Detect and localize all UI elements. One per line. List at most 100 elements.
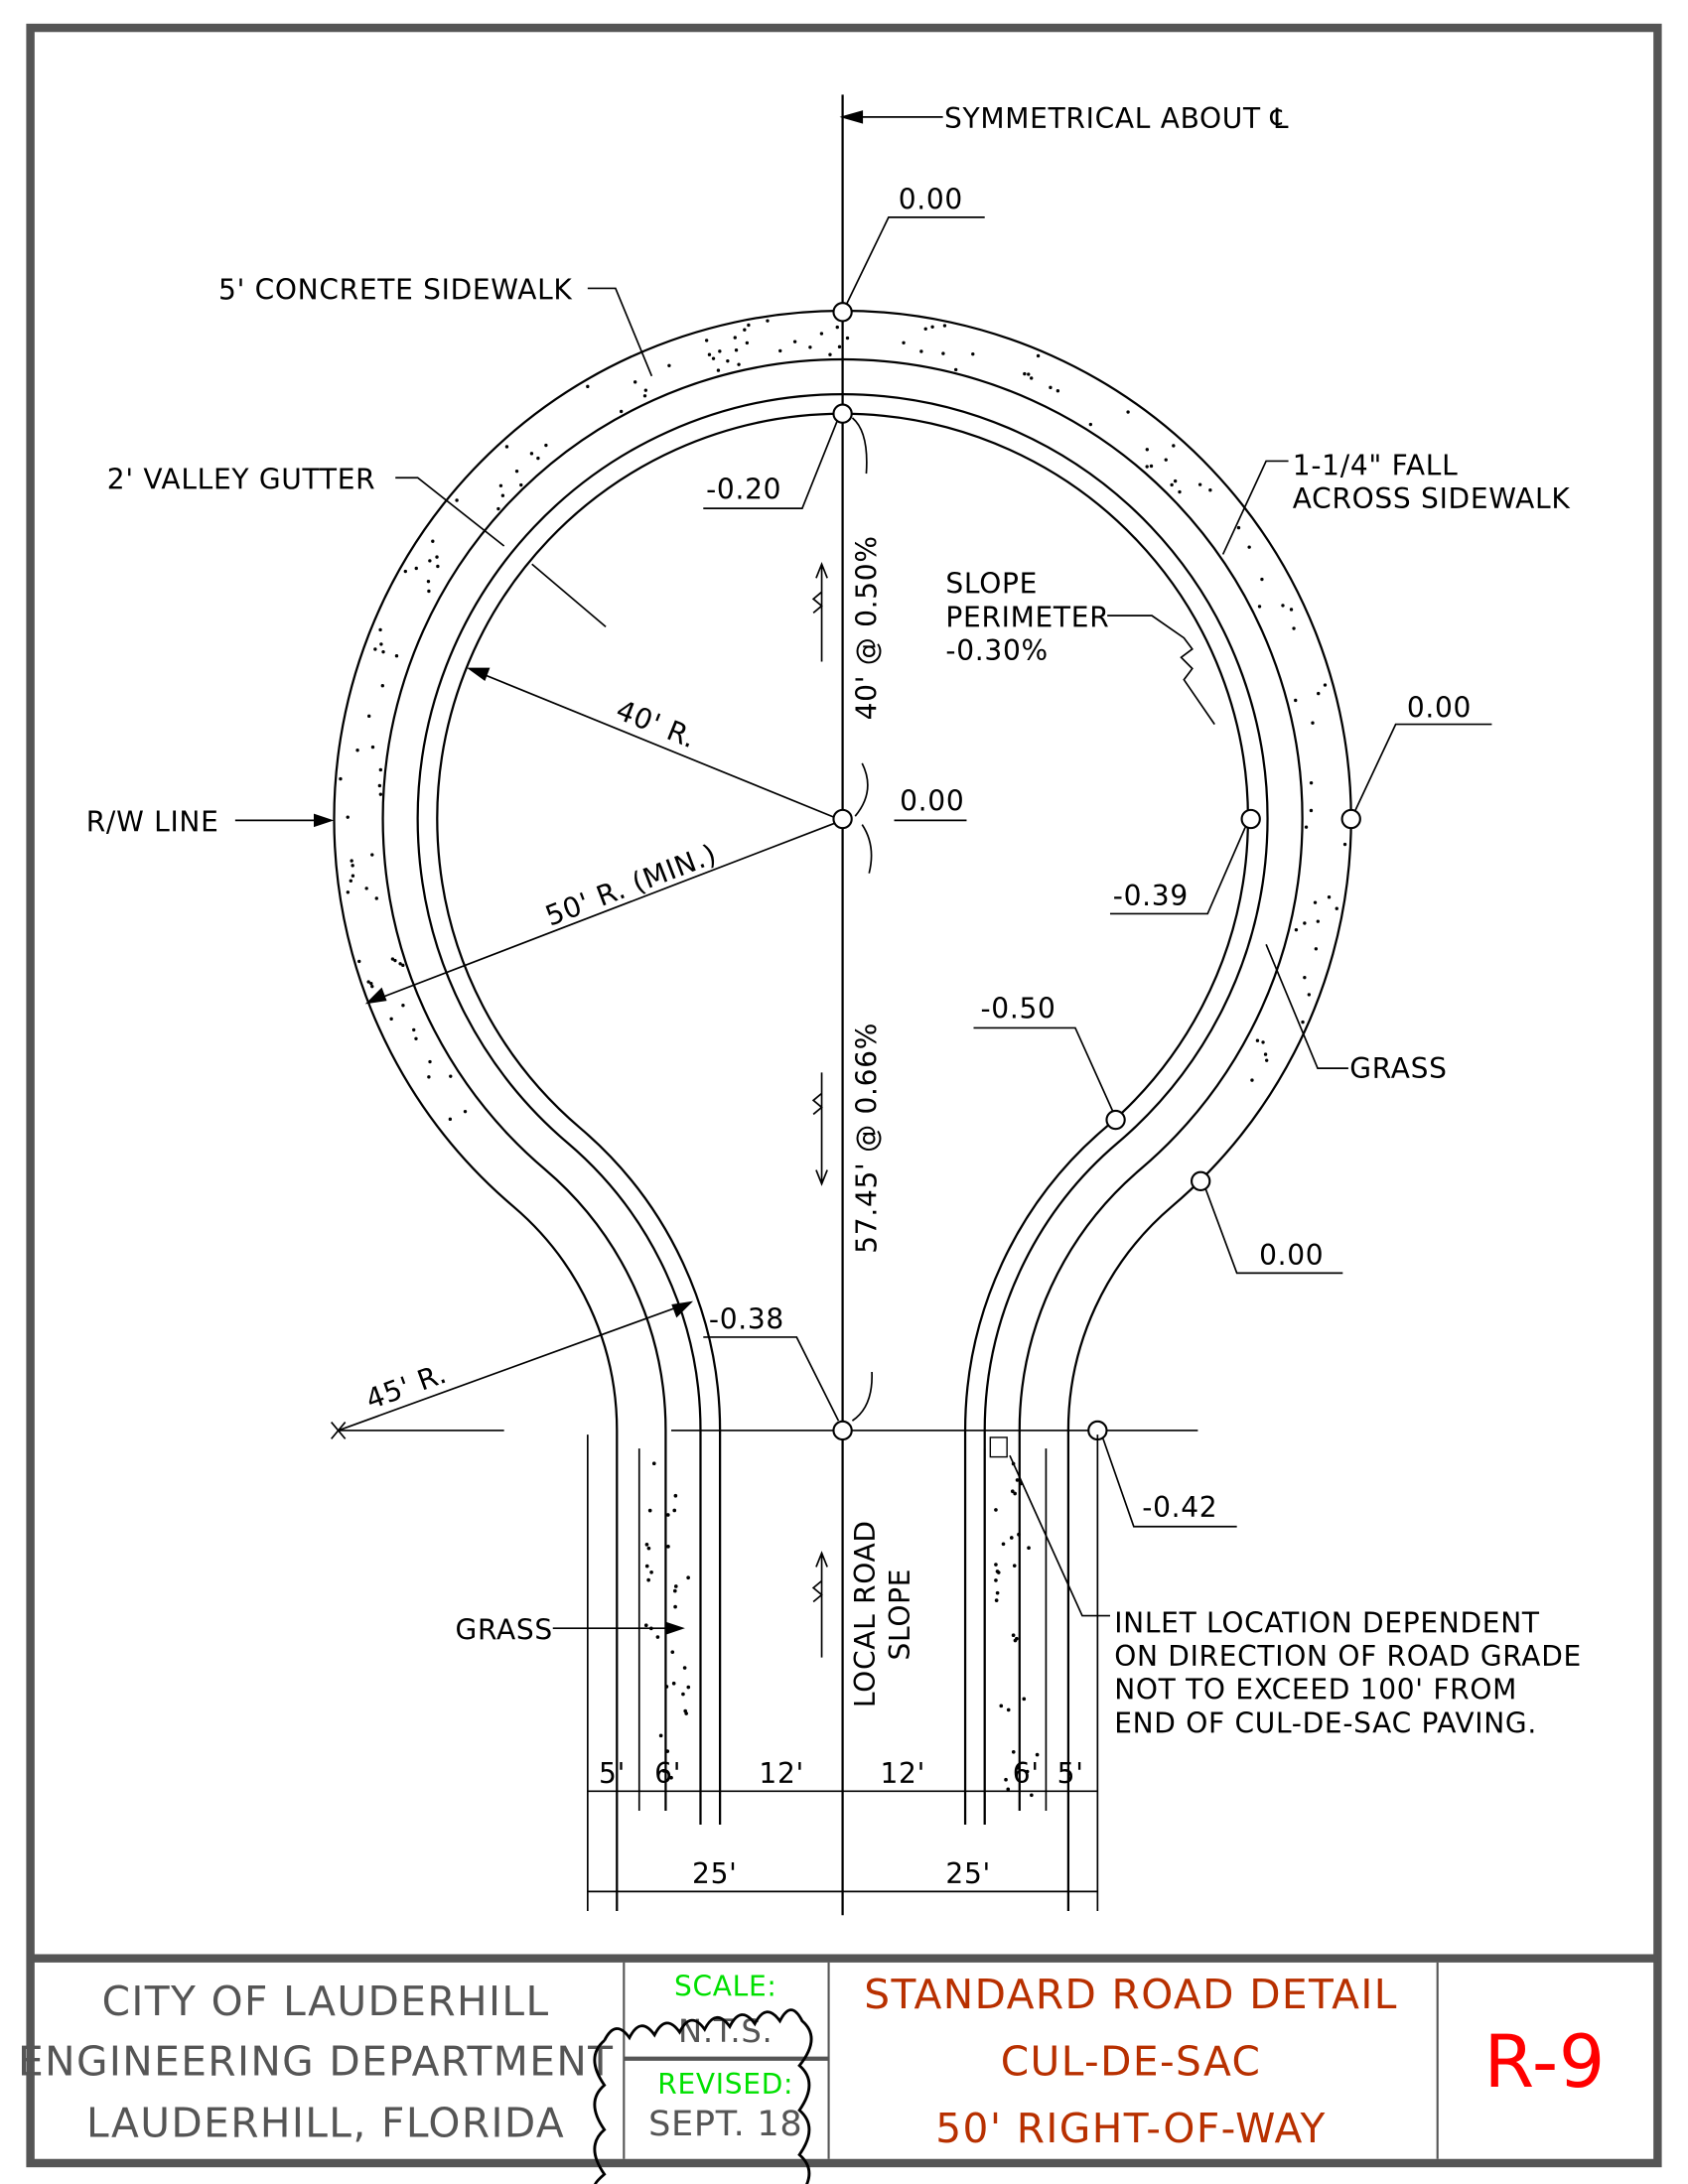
hatch-dot [1170, 482, 1174, 487]
hatch-dot [707, 352, 712, 356]
hatch-dot [808, 345, 812, 349]
hatch-dot [686, 1575, 690, 1580]
hatch-dot [355, 749, 359, 752]
hatch-dot [428, 559, 432, 563]
hatch-dot [649, 1570, 653, 1574]
hatch-dot [644, 1564, 649, 1569]
drawing-border [26, 23, 1662, 2168]
hatch-dot [1030, 1793, 1034, 1798]
label-local-road: LOCAL ROAD [849, 1520, 882, 1707]
hatch-dot [380, 684, 384, 688]
hatch-dot [673, 1493, 678, 1498]
hatch-dot [682, 1666, 687, 1670]
hatch-dot [1009, 1536, 1014, 1540]
hatch-dot [1015, 1478, 1020, 1482]
hatch-dot [669, 1775, 673, 1780]
hatch-dot [619, 409, 624, 414]
scale-label: SCALE: [674, 1971, 777, 2003]
hatch-dot [1030, 376, 1034, 380]
hatch-dot [500, 493, 505, 497]
hatch-dot [1004, 1777, 1008, 1782]
hatch-dot [1088, 422, 1093, 427]
inlet-icon [989, 1436, 1008, 1458]
hatch-dot [971, 351, 975, 356]
hatch-dot [401, 1004, 405, 1008]
hatch-dot [1006, 1707, 1011, 1712]
hatch-dot [544, 443, 548, 448]
label-r40: 40' R. [612, 693, 701, 754]
hatch-dot [436, 564, 440, 569]
hatch-dot [1145, 448, 1149, 452]
hatch-dot [792, 340, 797, 343]
label-inlet-2: ON DIRECTION OF ROAD GRADE [1114, 1640, 1582, 1673]
hatch-dot [427, 589, 431, 594]
label-grass-right: GRASS [1349, 1052, 1447, 1085]
hatch-dot [350, 859, 353, 863]
hatch-dot [666, 1544, 670, 1549]
hatch-dot [378, 792, 383, 796]
agency-line-1: CITY OF LAUDERHILL [102, 1978, 550, 2025]
hatch-dot [414, 566, 418, 571]
hatch-dot [339, 776, 343, 781]
hatch-dot [672, 1588, 677, 1593]
hatch-dot [1145, 465, 1149, 469]
hatch-dot [994, 1508, 998, 1512]
hatch-dot [1281, 604, 1285, 608]
hatch-dot [726, 358, 730, 363]
hatch-dot [1294, 698, 1298, 703]
hatch-dot [646, 1577, 650, 1582]
hatch-dot [378, 627, 382, 632]
hatch-dot [366, 980, 370, 984]
label-rw-line: R/W LINE [86, 806, 219, 839]
hatch-dot [671, 1681, 676, 1686]
hatch-dot [373, 647, 377, 651]
hatch-dot [426, 579, 431, 584]
elev-transition-pavement: -0.50 [981, 993, 1056, 1025]
hatch-dot [1313, 900, 1318, 904]
title-line-1: STANDARD ROAD DETAIL [864, 1971, 1398, 2018]
dim-half-right: 25' [945, 1857, 991, 1890]
hatch-dot [747, 323, 751, 328]
label-slope-2: PERIMETER [945, 601, 1109, 633]
label-slope-3: -0.30% [945, 634, 1048, 667]
hatch-dot [1317, 691, 1321, 696]
hatch-dot [1263, 1052, 1268, 1056]
hatch-dot [448, 1117, 453, 1122]
hatch-dot [684, 1711, 688, 1715]
hatch-dot [1036, 353, 1041, 358]
agency-line-2: ENGINEERING DEPARTMENT [18, 2038, 614, 2086]
hatch-dot [1055, 389, 1060, 393]
hatch-dot [737, 362, 741, 366]
hatch-dot [919, 349, 923, 353]
hatch-dot [427, 1075, 431, 1079]
hatch-dot [1013, 1638, 1018, 1643]
hatch-dot [845, 336, 850, 341]
hatch-dot [1247, 545, 1251, 549]
hatch-dot [994, 1598, 999, 1602]
hatch-dot [394, 654, 399, 658]
label-fall-2: ACROSS SIDEWALK [1293, 482, 1571, 515]
hatch-dot [1335, 906, 1338, 910]
label-slope-bottom: 57.45' @ 0.66% [850, 1023, 883, 1254]
elev-center: 0.00 [900, 785, 964, 818]
elev-right-pavement: -0.39 [1113, 880, 1189, 912]
hatch-dot [435, 555, 439, 559]
hatch-dot [1011, 1633, 1016, 1638]
hatch-dot [718, 349, 722, 353]
hatch-dot [346, 815, 350, 819]
title-block: CITY OF LAUDERHILL ENGINEERING DEPARTMEN… [18, 1962, 1605, 2184]
hatch-dot [665, 1749, 670, 1753]
label-slope-1: SLOPE [945, 568, 1038, 601]
hatch-dot [431, 539, 435, 543]
hatch-dot [370, 745, 375, 750]
elev-right-rw: 0.00 [1407, 692, 1472, 725]
label-fall-1: 1-1/4" FALL [1293, 449, 1459, 481]
grade-point-marker [1105, 1109, 1126, 1131]
elev-top-rw: 0.00 [899, 183, 963, 215]
hatch-dot [1010, 1489, 1015, 1494]
hatch-dot [586, 384, 590, 389]
hatch-dot [519, 482, 523, 487]
hatch-dot [514, 469, 519, 474]
hatch-dot [673, 1584, 678, 1588]
